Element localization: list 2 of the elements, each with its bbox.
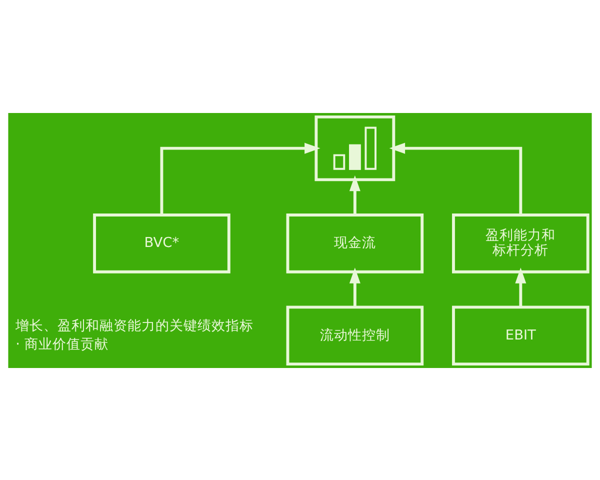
label: 增长、盈利和融资能力的关键绩效指标 xyxy=(16,317,254,334)
label: · 商业价值贡献 xyxy=(16,336,108,352)
